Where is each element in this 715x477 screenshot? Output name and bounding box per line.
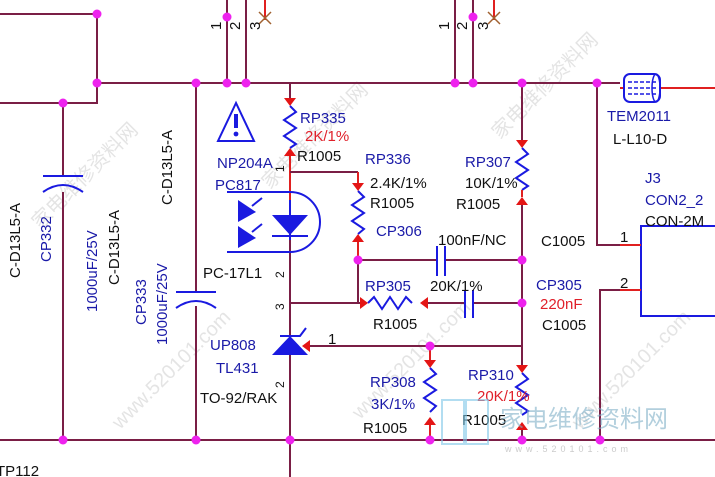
pin-label: 1 — [273, 165, 287, 172]
logo-text: 家电维修资料网 — [500, 406, 668, 433]
rp308-label: RP308 — [370, 374, 416, 391]
cp332-value: 1000uF/25V — [84, 230, 101, 312]
rp307-label: RP307 — [465, 154, 511, 171]
footprint-label: C-D13L5-A — [159, 130, 176, 205]
pc817-label: PC817 — [215, 177, 261, 194]
pc17l-label: PC-17L1 — [203, 265, 262, 282]
resistor-rp305 — [360, 295, 428, 311]
connector-j3 — [640, 225, 715, 317]
pin-label: 3 — [247, 22, 264, 30]
cp305-label: CP305 — [536, 277, 582, 294]
rp335-label: RP335 — [300, 110, 346, 127]
pin-label: 2 — [620, 275, 628, 292]
capacitor-cp305 — [464, 290, 474, 318]
cp306-value: 100nF/NC — [438, 232, 507, 249]
rp310-package: R1005 — [462, 412, 506, 429]
resistor-rp335 — [282, 98, 298, 156]
inductor-icon — [620, 73, 661, 103]
resistor-rp310 — [514, 365, 530, 430]
pin-label: 1 — [436, 22, 453, 30]
labels: 1 2 3 1 2 3 C-D13L5-A CP332 1000uF/25V C… — [0, 22, 704, 477]
pin-label: 1 — [328, 331, 336, 348]
pin-label: 2 — [454, 22, 471, 30]
j3-name: CON2_2 — [645, 192, 703, 209]
junction-dots — [58, 9, 605, 445]
capacitor-cp332 — [42, 175, 84, 193]
cp333-value: 1000uF/25V — [154, 263, 171, 345]
rp336-value: 2.4K/1% — [370, 175, 427, 192]
cp332-label: CP332 — [38, 216, 55, 262]
warning-icon — [216, 100, 256, 142]
tl431-label: TL431 — [216, 360, 259, 377]
logo-url: www.520101.com — [504, 444, 632, 454]
up808-label: UP808 — [210, 337, 256, 354]
cp306-label: CP306 — [376, 223, 422, 240]
rp310-label: RP310 — [468, 367, 514, 384]
footprint-label: C-D13L5-A — [106, 210, 123, 285]
pin-label: 2 — [273, 381, 287, 388]
to92-package: TO-92/RAK — [200, 390, 277, 407]
rp336-label: RP336 — [365, 151, 411, 168]
pin-label: 1 — [620, 229, 628, 246]
rp308-package: R1005 — [363, 420, 407, 437]
resistor-rp336 — [350, 183, 366, 242]
tl431-icon — [272, 327, 310, 355]
np204a-label: NP204A — [217, 155, 273, 172]
j3-package: CON-2M — [645, 213, 704, 230]
pin-label: 2 — [273, 271, 287, 278]
rp308-value: 3K/1% — [371, 396, 415, 413]
rp305-package: R1005 — [373, 316, 417, 333]
tp112-label: TP112 — [0, 463, 39, 477]
optocoupler-icon — [227, 191, 321, 253]
resistor-rp308 — [422, 360, 438, 425]
c1005-label: C1005 — [541, 233, 585, 250]
cp333-label: CP333 — [133, 279, 150, 325]
cp305-value: 220nF — [540, 296, 583, 313]
rp307-value: 10K/1% — [465, 175, 518, 192]
rp310-value: 20K/1% — [477, 388, 530, 405]
j3-label: J3 — [645, 170, 661, 187]
no-connect-icon — [258, 11, 501, 25]
rp335-value: 2K/1% — [305, 128, 349, 145]
watermark-text: 家电维修资料网 — [487, 28, 602, 143]
rp305-value: 20K/1% — [430, 278, 483, 295]
cp305-package: C1005 — [542, 317, 586, 334]
rp335-package: R1005 — [297, 148, 341, 165]
site-logo: 家电维修资料网 www.520101.com — [441, 399, 668, 454]
resistor-rp307 — [514, 140, 530, 205]
footprint-label: C-D13L5-A — [7, 203, 24, 278]
pin-label: 3 — [475, 22, 492, 30]
inductor-value: L-L10-D — [613, 131, 667, 148]
pin-label: 3 — [273, 303, 287, 310]
tem2011-label: TEM2011 — [607, 108, 671, 125]
pin-label: 1 — [208, 22, 225, 30]
capacitor-cp306 — [436, 246, 446, 276]
rp307-package: R1005 — [456, 196, 500, 213]
rp305-label: RP305 — [365, 278, 411, 295]
pin-label: 2 — [227, 22, 244, 30]
capacitor-cp333 — [175, 291, 217, 309]
rp336-package: R1005 — [370, 195, 414, 212]
